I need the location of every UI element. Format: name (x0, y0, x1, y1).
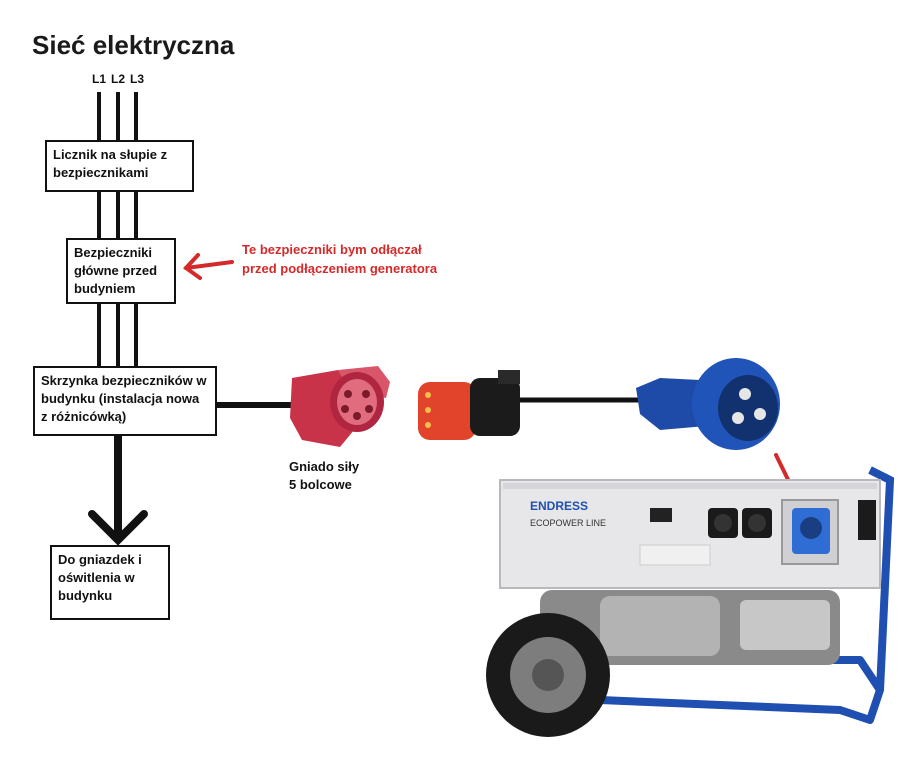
red-socket-icon (290, 366, 390, 447)
generator-brand: ENDRESS (530, 499, 588, 513)
main-fuses-box: Bezpieczniki główne przed budyniem (66, 238, 176, 304)
phase-label-l1: L1 (92, 72, 107, 86)
disconnect-note-line2: przed podłączeniem generatora (242, 261, 438, 276)
blue-plug-icon (636, 358, 780, 450)
phase-wires (97, 92, 138, 368)
meter-box: Licznik na słupie z bezpiecznikami (45, 140, 194, 192)
socket-caption: Gniado siły 5 bolcowe (289, 458, 359, 494)
red-arrow-icon (182, 253, 234, 280)
generator-model: ECOPOWER LINE (530, 518, 606, 528)
page-title: Sieć elektryczna (32, 30, 235, 60)
outlets-box: Do gniazdek i oświtlenia w budynku (50, 545, 170, 620)
socket-caption-line1: Gniado siły (289, 459, 360, 474)
socket-caption-line2: 5 bolcowe (289, 477, 352, 492)
disconnect-note-line1: Te bezpieczniki bym odłączał (242, 242, 422, 257)
phase-label-l2: L2 (111, 72, 126, 86)
fuse-box: Skrzynka bezpieczników w budynku (instal… (33, 366, 217, 436)
disconnect-note: Te bezpieczniki bym odłączał przed podłą… (242, 240, 482, 278)
down-arrow-icon (88, 436, 148, 546)
generator-icon (486, 466, 895, 737)
red-plug-icon (418, 370, 520, 440)
phase-label-l3: L3 (130, 72, 145, 86)
